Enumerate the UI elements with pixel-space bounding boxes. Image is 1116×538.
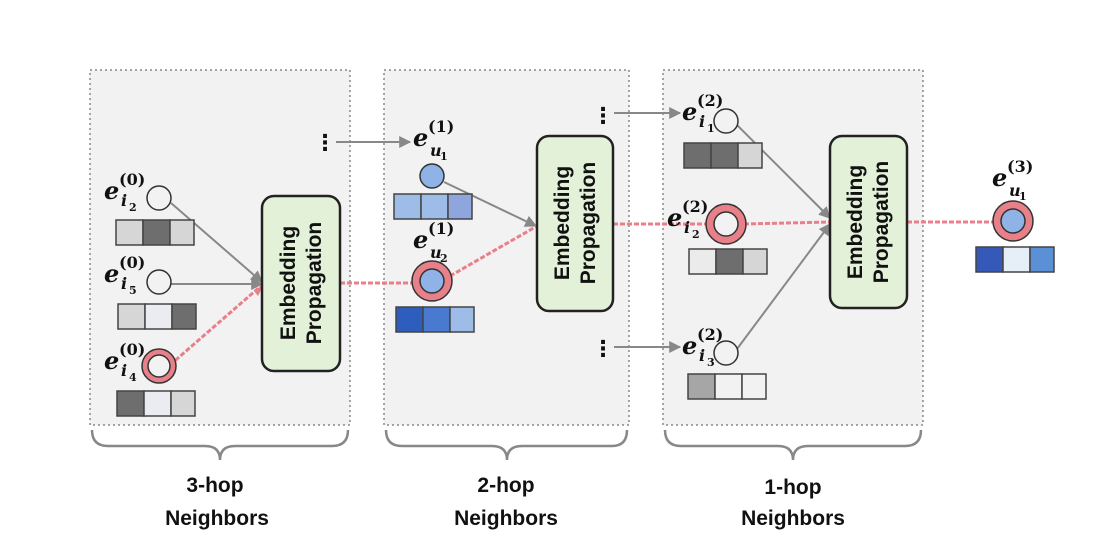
item-node [713,340,739,366]
highlight-path [169,220,994,367]
item-node [147,354,171,378]
node-label: e (0) i 5 [104,253,145,297]
svg-text:(1): (1) [428,117,454,136]
user-node [419,163,445,189]
embedding-bar [115,219,195,246]
svg-text:Embedding: Embedding [844,165,867,279]
caption-2hop-line1: 2-hop [477,474,534,497]
propagation-box-3: Embedding Propagation [828,134,909,310]
item-node [146,185,172,211]
svg-text:(2): (2) [682,197,708,216]
svg-text:(0): (0) [119,170,145,189]
node-label: e (3) u 1 [992,157,1033,203]
node-label: e (1) u 1 [413,117,454,163]
node-label: e (0) i 4 [104,340,145,384]
node-label: e (2) i 1 [682,91,723,135]
embedding-bar [683,142,763,169]
svg-text:Embedding: Embedding [277,226,300,340]
svg-text:i: i [684,218,690,237]
svg-text:e: e [413,225,428,254]
caption-3hop-line1: 3-hop [186,474,243,497]
edge [170,202,263,283]
svg-text:1: 1 [440,150,448,163]
svg-text:1: 1 [1019,190,1027,203]
node-label: e (0) i 2 [104,170,145,214]
propagation-box-2: Embedding Propagation [535,134,615,313]
propagation-box-1: Embedding Propagation [260,194,342,373]
brace-2hop [384,429,629,461]
svg-text:e: e [413,123,428,152]
ellipsis: ⋮ [314,131,336,156]
svg-text:i: i [121,361,127,380]
svg-text:e: e [667,203,682,232]
svg-text:2: 2 [129,201,137,214]
svg-text:u: u [430,243,442,262]
caption-3hop-line2: Neighbors [165,507,269,530]
item-node [713,108,739,134]
svg-text:e: e [104,176,119,205]
node-label: e (2) i 2 [667,197,708,241]
embedding-bar [975,246,1055,273]
caption-1hop-line1: 1-hop [764,476,821,499]
svg-text:Embedding: Embedding [551,166,574,280]
user-node [1000,208,1026,234]
svg-text:2: 2 [692,228,700,241]
svg-text:i: i [121,191,127,210]
node-label: e (2) i 3 [682,325,723,369]
user-node [419,268,445,294]
svg-text:4: 4 [129,371,137,384]
svg-text:u: u [430,141,442,160]
svg-text:e: e [992,163,1007,192]
svg-text:(1): (1) [428,219,454,238]
svg-text:(2): (2) [697,91,723,110]
embedding-bar [688,248,768,275]
svg-text:2: 2 [440,252,448,265]
item-node [713,211,739,237]
svg-text:(0): (0) [119,253,145,272]
embedding-bar [116,390,196,417]
svg-text:Propagation: Propagation [577,162,600,285]
svg-text:Propagation: Propagation [870,161,893,284]
embedding-bar [393,193,473,220]
svg-text:Propagation: Propagation [303,222,326,345]
embedding-bar [117,303,197,330]
item-node [146,269,172,295]
svg-text:u: u [1009,181,1021,200]
svg-text:5: 5 [129,284,137,297]
svg-text:(0): (0) [119,340,145,359]
brace-1hop [663,429,923,461]
svg-text:3: 3 [707,356,715,369]
embedding-bar [395,306,475,333]
brace-3hop [90,429,350,461]
svg-text:i: i [699,112,705,131]
svg-text:e: e [104,259,119,288]
ellipsis: ⋮ [592,337,614,362]
caption-1hop-line2: Neighbors [741,507,845,530]
svg-text:(2): (2) [697,325,723,344]
svg-text:i: i [699,346,705,365]
ellipsis: ⋮ [592,104,614,129]
edge [736,223,831,350]
svg-text:e: e [682,97,697,126]
svg-text:1: 1 [707,122,715,135]
svg-text:e: e [682,331,697,360]
caption-2hop-line2: Neighbors [454,507,558,530]
edge [443,181,538,227]
svg-text:i: i [121,274,127,293]
node-label: e (1) u 2 [413,219,454,265]
svg-text:(3): (3) [1007,157,1033,176]
embedding-bar [687,373,767,400]
svg-text:e: e [104,346,119,375]
edge [736,124,831,219]
